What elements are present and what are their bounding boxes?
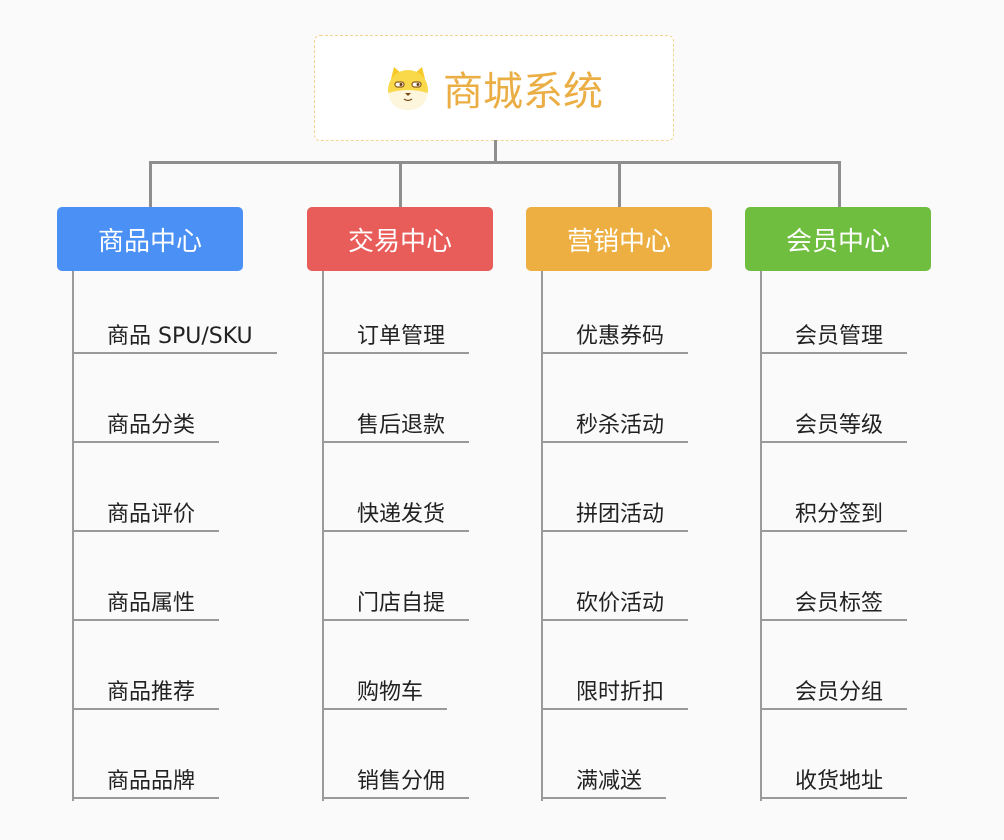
leaf-item: 满减送 (542, 767, 667, 799)
category-node: 商品中心 (57, 207, 243, 271)
category-node: 交易中心 (307, 207, 493, 271)
leaf-item: 会员分组 (761, 678, 908, 710)
leaf-item: 积分签到 (761, 500, 908, 532)
connector-horizontal (149, 161, 841, 164)
leaf-item: 优惠券码 (542, 322, 689, 354)
category-branch-line (72, 271, 74, 801)
connector-drop-1 (149, 161, 152, 207)
leaf-item: 会员管理 (761, 322, 908, 354)
leaf-item: 商品品牌 (73, 767, 220, 799)
category-branch-line (322, 271, 324, 801)
connector-root (494, 140, 497, 163)
leaf-item: 秒杀活动 (542, 411, 689, 443)
leaf-item: 订单管理 (323, 322, 470, 354)
leaf-item: 商品 SPU/SKU (73, 322, 277, 354)
category-branch-line (760, 271, 762, 801)
leaf-item: 拼团活动 (542, 500, 689, 532)
leaf-item: 销售分佣 (323, 767, 470, 799)
leaf-item: 会员等级 (761, 411, 908, 443)
category-node: 会员中心 (745, 207, 931, 271)
leaf-item: 商品属性 (73, 589, 220, 621)
connector-drop-4 (838, 161, 841, 207)
connector-drop-2 (399, 161, 402, 207)
leaf-item: 门店自提 (323, 589, 470, 621)
leaf-item: 会员标签 (761, 589, 908, 621)
category-node: 营销中心 (526, 207, 712, 271)
leaf-item: 限时折扣 (542, 678, 689, 710)
category-branch-line (541, 271, 543, 801)
leaf-item: 商品推荐 (73, 678, 220, 710)
leaf-item: 砍价活动 (542, 589, 689, 621)
root-title: 商城系统 (443, 69, 603, 115)
shiba-dog-icon (388, 67, 428, 110)
leaf-item: 商品评价 (73, 500, 220, 532)
leaf-item: 商品分类 (73, 411, 220, 443)
leaf-item: 售后退款 (323, 411, 470, 443)
root-node: 商城系统 (314, 35, 674, 141)
leaf-item: 快递发货 (323, 500, 470, 532)
leaf-item: 收货地址 (761, 767, 908, 799)
connector-drop-3 (618, 161, 621, 207)
leaf-item: 购物车 (323, 678, 448, 710)
